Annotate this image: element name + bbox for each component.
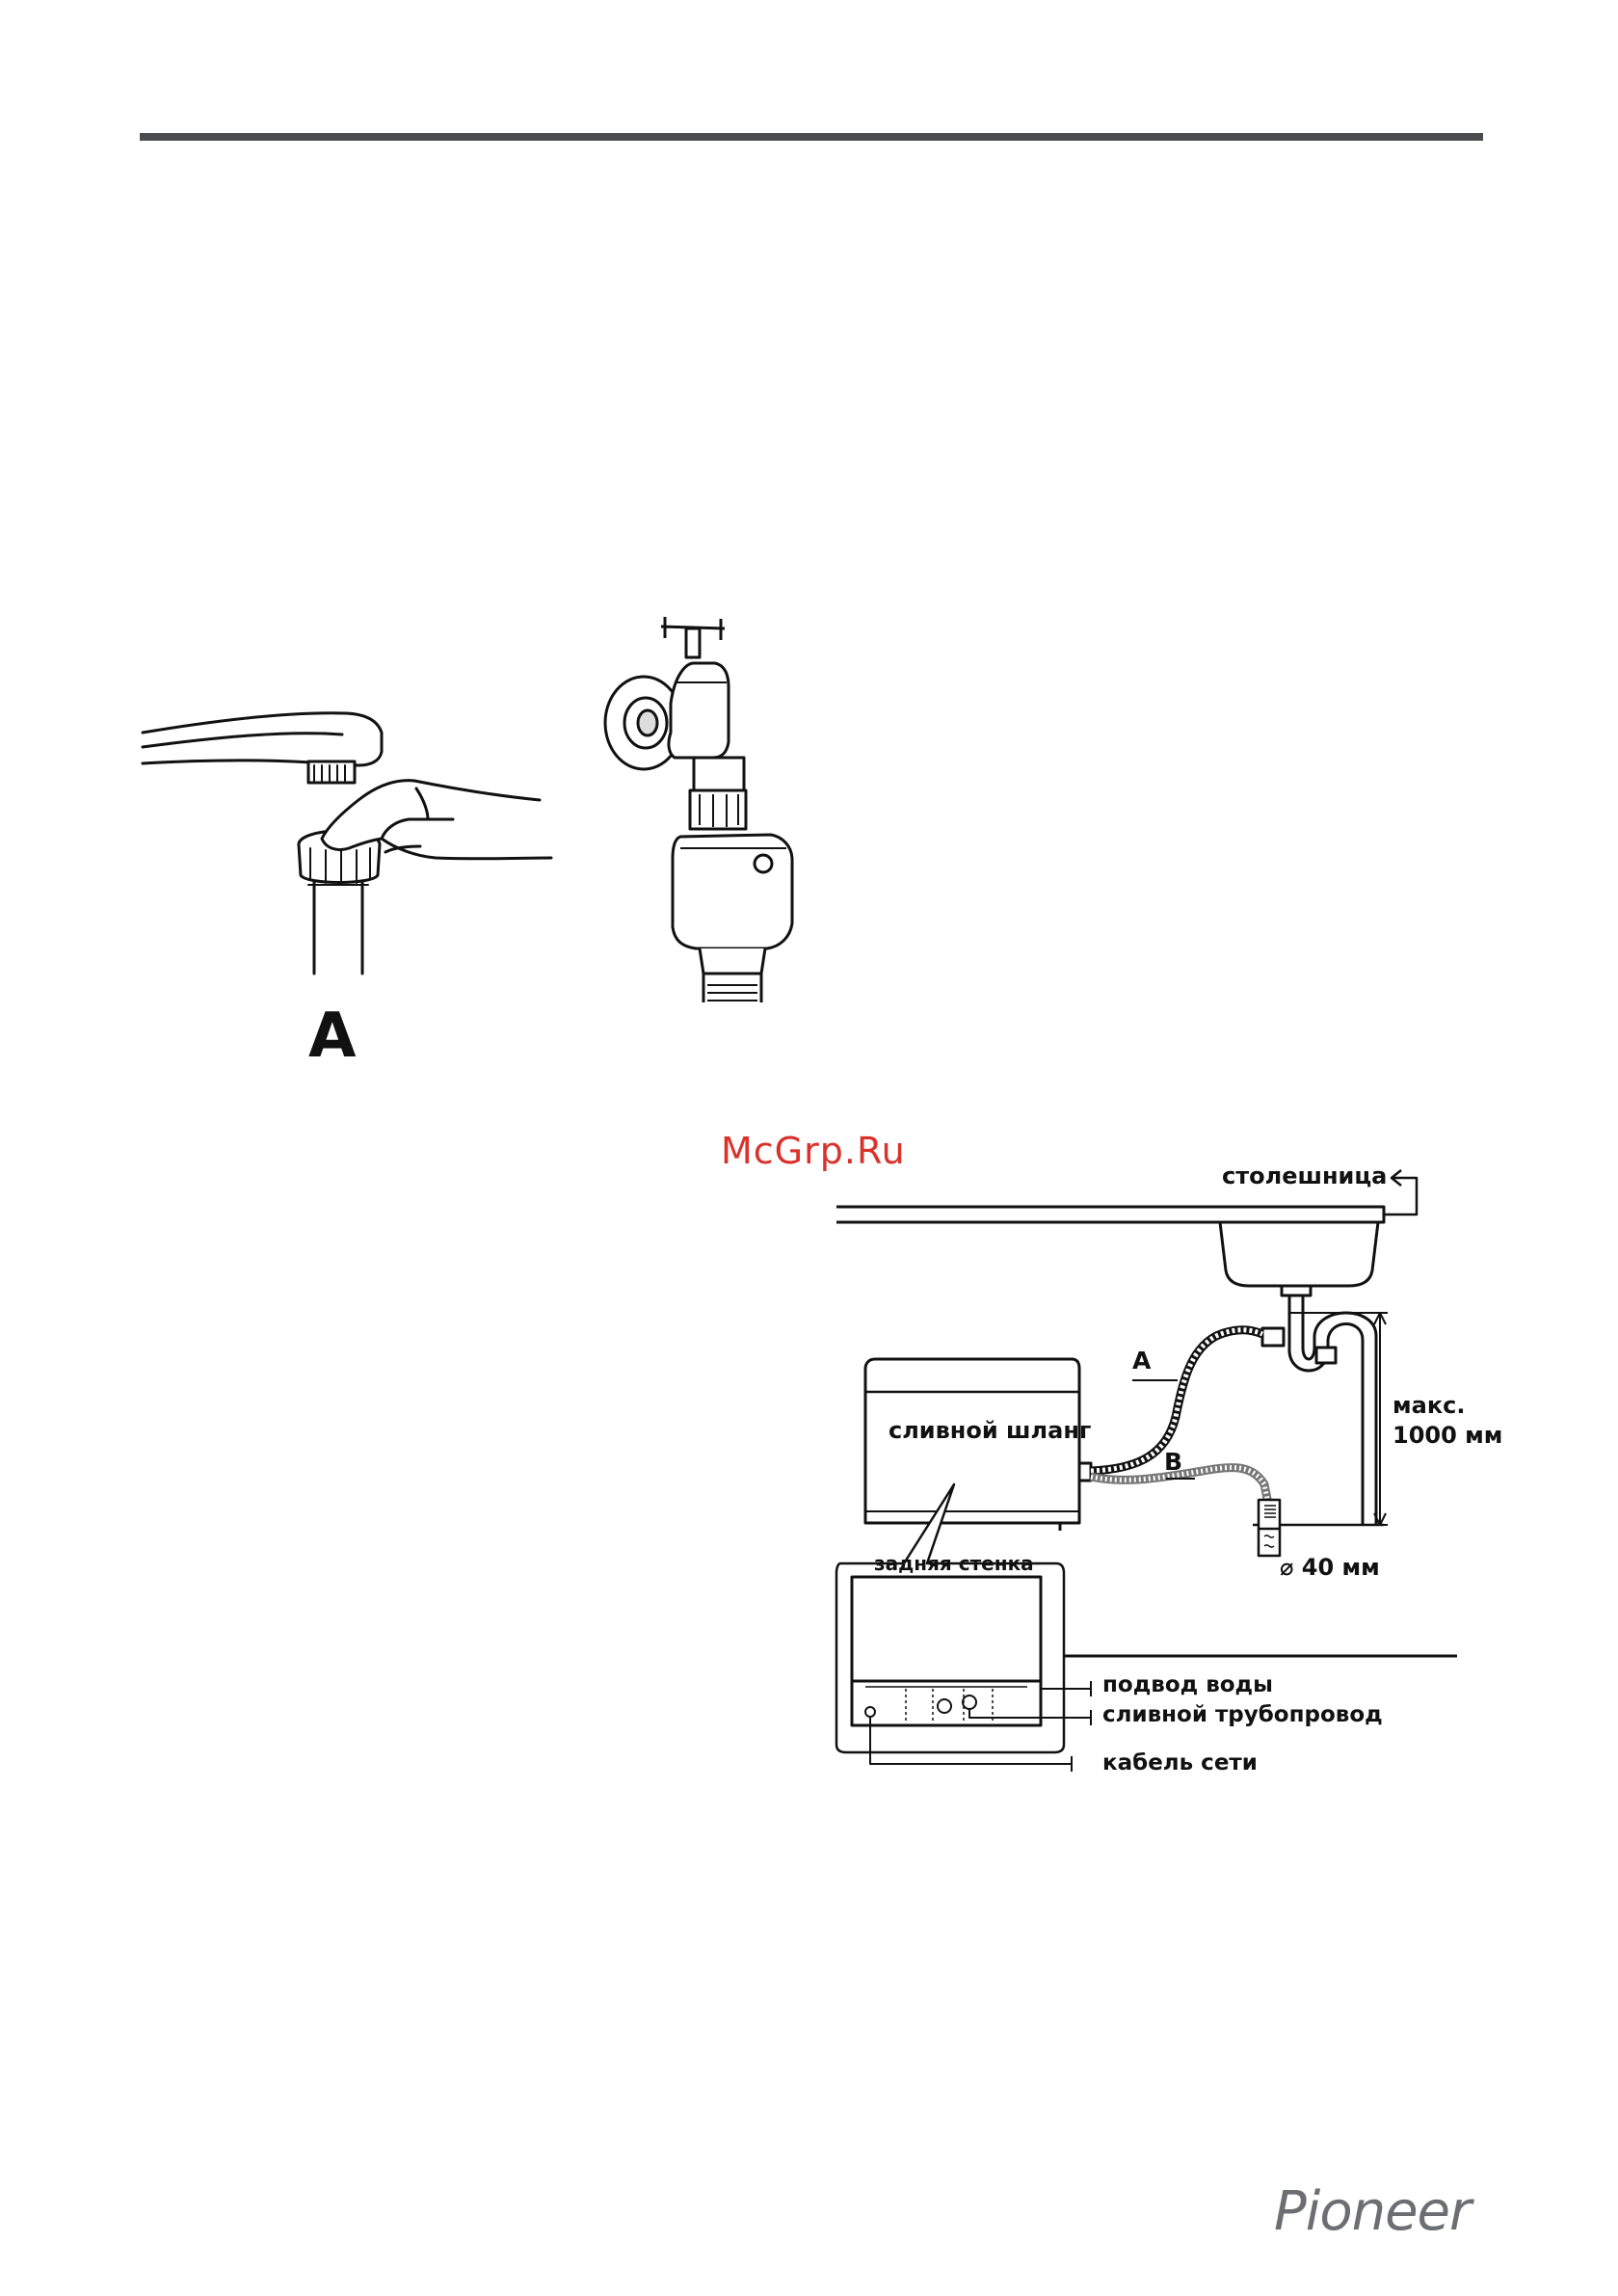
countertop-label: столешница bbox=[1222, 1162, 1387, 1189]
diameter-label: ⌀ 40 мм bbox=[1280, 1554, 1380, 1581]
figure-a-label: A bbox=[308, 1001, 357, 1072]
drain-hose-label: сливной шланг bbox=[889, 1417, 1091, 1444]
water-inlet-label: подвод воды bbox=[1102, 1672, 1273, 1697]
max-height-label: макс. bbox=[1393, 1392, 1465, 1419]
watermark: McGrp.Ru bbox=[721, 1130, 906, 1172]
faucet-hand-illustration bbox=[143, 713, 551, 974]
position-a-label: A bbox=[1132, 1347, 1151, 1375]
wall-tap-illustration bbox=[605, 617, 792, 1002]
rear-wall-label: задняя стенка bbox=[874, 1552, 1034, 1575]
brand-logo: Pioneer bbox=[1274, 2180, 1471, 2243]
max-height-value: 1000 мм bbox=[1393, 1422, 1502, 1449]
drain-pipe-label: сливной трубопровод bbox=[1102, 1702, 1383, 1727]
position-b-label: B bbox=[1164, 1448, 1182, 1476]
power-cable-label: кабель сети bbox=[1102, 1750, 1258, 1775]
